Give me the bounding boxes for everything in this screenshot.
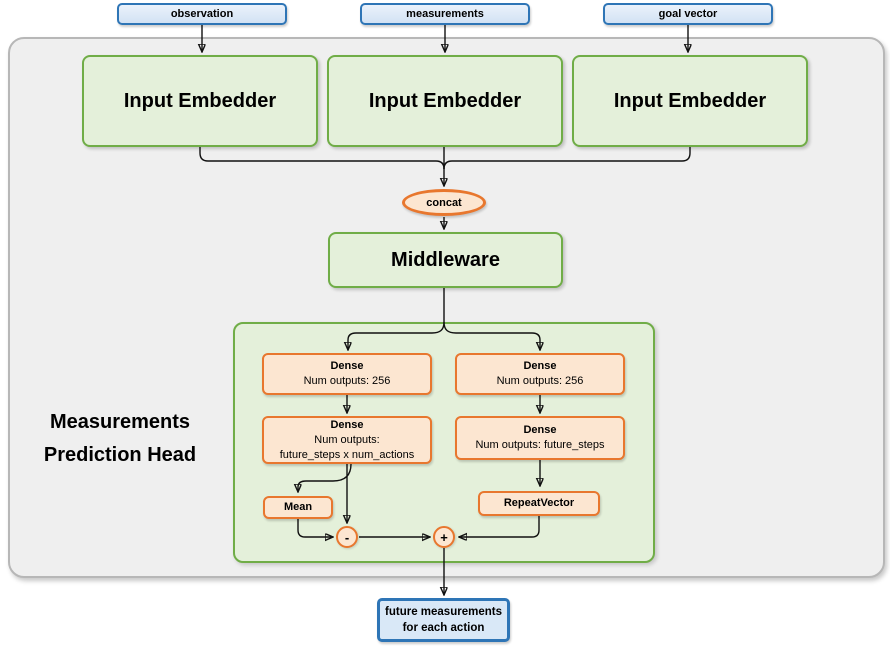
node-input-embedder-3: Input Embedder xyxy=(572,55,808,147)
node-dense-right-1: Dense Num outputs: 256 xyxy=(455,353,625,395)
node-input-embedder-2: Input Embedder xyxy=(327,55,563,147)
node-goal-vector-label: goal vector xyxy=(658,8,718,20)
node-observation: observation xyxy=(117,3,287,25)
node-goal-vector: goal vector xyxy=(603,3,773,25)
node-subtract-op: - xyxy=(336,526,358,548)
node-input-embedder-3-label: Input Embedder xyxy=(613,89,767,112)
node-measurements-label: measurements xyxy=(406,8,484,20)
node-input-embedder-1-label: Input Embedder xyxy=(123,89,277,112)
node-dense-left-2-title: Dense xyxy=(330,418,364,431)
node-dense-right-2-title: Dense xyxy=(523,424,557,436)
node-mean-label: Mean xyxy=(283,501,313,513)
head-title-line2: Prediction Head xyxy=(43,444,197,466)
node-middleware: Middleware xyxy=(328,232,563,288)
node-subtract-op-label: - xyxy=(344,529,350,545)
node-output: future measurements for each action xyxy=(377,598,510,642)
head-title: Measurements Prediction Head xyxy=(20,406,220,472)
node-dense-right-2-detail: Num outputs: future_steps xyxy=(475,439,605,451)
node-repeat-vector-label: RepeatVector xyxy=(503,497,575,509)
node-dense-left-1: Dense Num outputs: 256 xyxy=(262,353,432,395)
node-concat: concat xyxy=(402,189,486,216)
node-input-embedder-1: Input Embedder xyxy=(82,55,318,147)
node-middleware-label: Middleware xyxy=(391,248,500,271)
node-input-embedder-2-label: Input Embedder xyxy=(368,89,522,112)
head-title-line1: Measurements xyxy=(49,411,191,433)
node-observation-label: observation xyxy=(170,8,234,20)
node-dense-left-1-title: Dense xyxy=(330,360,364,372)
node-add-op: + xyxy=(433,526,455,548)
node-measurements: measurements xyxy=(360,3,530,25)
node-dense-right-1-detail: Num outputs: 256 xyxy=(496,375,584,387)
node-add-op-label: + xyxy=(440,529,448,545)
node-dense-left-2: Dense Num outputs: future_steps x num_ac… xyxy=(262,416,432,464)
node-mean: Mean xyxy=(263,496,333,519)
node-repeat-vector: RepeatVector xyxy=(478,491,600,516)
node-dense-left-2-detail2: future_steps x num_actions xyxy=(279,448,415,461)
node-dense-right-1-title: Dense xyxy=(523,360,557,372)
node-output-line1: future measurements xyxy=(385,606,502,618)
node-dense-right-2: Dense Num outputs: future_steps xyxy=(455,416,625,460)
node-concat-label: concat xyxy=(426,196,462,209)
node-output-line2: for each action xyxy=(402,622,485,634)
node-dense-left-2-detail: Num outputs: xyxy=(314,433,380,446)
node-dense-left-1-detail: Num outputs: 256 xyxy=(303,375,391,387)
